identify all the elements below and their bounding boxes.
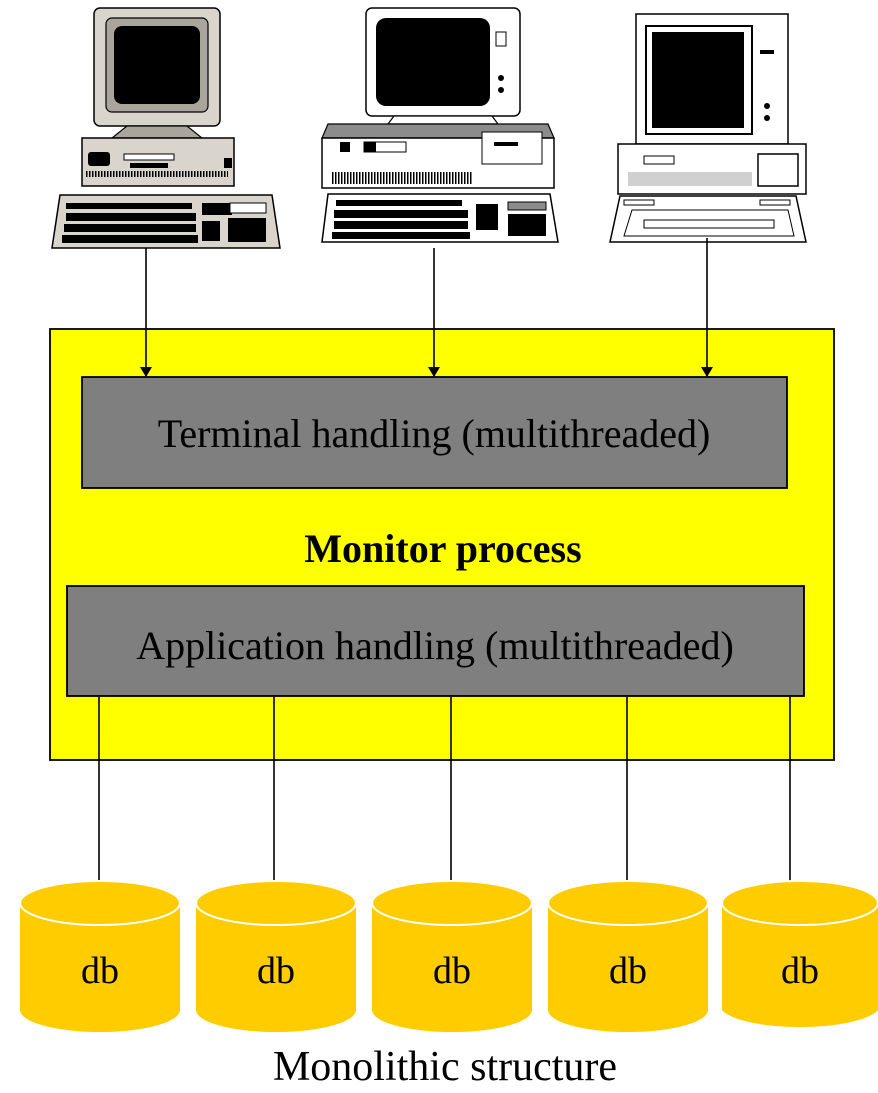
monitor-process-label: Monitor process — [304, 526, 581, 571]
application-handling-label: Application handling (multithreaded) — [136, 623, 734, 668]
database-label: db — [433, 950, 471, 992]
database-4: db — [547, 880, 709, 1032]
database-3: db — [371, 880, 533, 1032]
database-2: db — [195, 880, 357, 1032]
desktop-computer-icon — [321, 7, 559, 243]
database-label: db — [609, 950, 647, 992]
terminal-handling-label: Terminal handling (multithreaded) — [158, 411, 711, 456]
diagram-caption: Monolithic structure — [273, 1044, 617, 1090]
database-label: db — [781, 950, 819, 992]
database-1: db — [19, 880, 181, 1032]
database-5: db — [721, 880, 878, 1028]
database-label: db — [257, 950, 295, 992]
desktop-computer-icon — [51, 7, 281, 249]
database-label: db — [81, 950, 119, 992]
workstation-computer-icon — [609, 13, 807, 243]
application-handling-box — [66, 585, 805, 697]
terminal-handling-box — [81, 376, 788, 489]
